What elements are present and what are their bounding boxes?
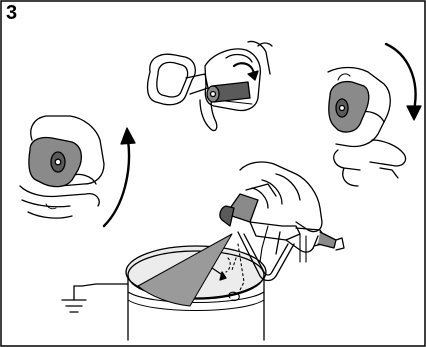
ground-symbol-icon bbox=[62, 284, 128, 312]
tip-rotated-illustration bbox=[328, 44, 421, 186]
tip-guard-illustration bbox=[148, 41, 272, 130]
pail-illustration bbox=[126, 234, 266, 340]
step-number: 3 bbox=[6, 2, 17, 24]
tip-forward-illustration bbox=[20, 116, 135, 226]
